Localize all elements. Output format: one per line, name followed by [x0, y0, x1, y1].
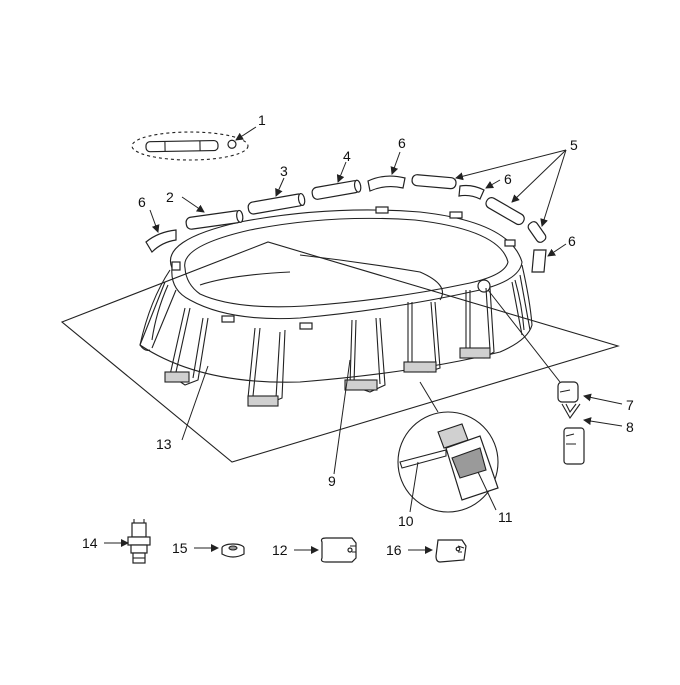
- callout-15: 15: [172, 540, 188, 556]
- rail-beam-5a: [411, 174, 457, 190]
- callout-7: 7: [626, 397, 634, 413]
- part-1-highlight: [131, 131, 249, 161]
- detail-magnifier: [397, 411, 499, 513]
- callout-12: 12: [272, 542, 288, 558]
- callout-8: 8: [626, 419, 634, 435]
- rail-elbow-6-left: [145, 229, 177, 253]
- callout-2: 2: [166, 189, 174, 205]
- callout-6-far-right: 6: [568, 233, 576, 249]
- rail-elbow-6-right: [458, 184, 485, 200]
- rail-elbow-6-far-right: [531, 249, 547, 273]
- rail-beam-2: [185, 209, 244, 230]
- leader-lines: [104, 126, 623, 554]
- callout-13: 13: [156, 436, 172, 452]
- part-15-cap: [221, 543, 245, 558]
- callout-9: 9: [328, 473, 336, 489]
- callout-4: 4: [343, 148, 351, 164]
- rail-elbow-6-top: [367, 175, 406, 192]
- part-16-end-cap: [435, 539, 467, 563]
- part-12-end-cap: [320, 537, 357, 563]
- callout-11: 11: [498, 509, 513, 525]
- part-10-11-detail: [399, 423, 499, 501]
- callout-6-top: 6: [398, 135, 406, 151]
- ground-cloth: [60, 241, 620, 463]
- callout-10: 10: [398, 513, 414, 529]
- part-1-beam: [145, 139, 237, 153]
- leg-supports: [139, 274, 531, 407]
- callout-5: 5: [570, 137, 578, 153]
- callout-labels: 1 2 3 4 6 5 6 6 6 7 8 9 10 11 13 14 15 1…: [82, 112, 634, 558]
- rail-beam-3: [247, 192, 306, 215]
- rail-beam-4: [311, 179, 362, 200]
- callout-14: 14: [82, 535, 98, 551]
- callout-3: 3: [280, 163, 288, 179]
- rail-beam-5c: [527, 221, 547, 243]
- callout-6-left: 6: [138, 194, 146, 210]
- callout-6-right: 6: [504, 171, 512, 187]
- callout-16: 16: [386, 542, 402, 558]
- rail-beam-5b: [485, 197, 525, 226]
- part-7-8-joint: [557, 381, 585, 465]
- part-14-valve: [127, 519, 151, 564]
- callout-1: 1: [258, 112, 266, 128]
